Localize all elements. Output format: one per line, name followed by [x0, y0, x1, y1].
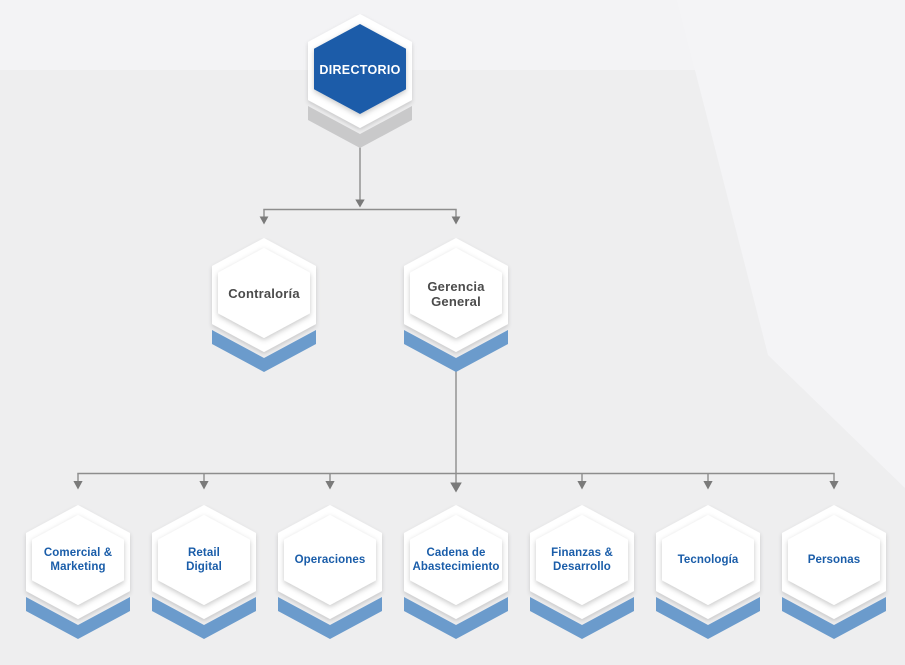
- hexagon-chevron: [530, 597, 634, 639]
- org-node-retail-digital: Retail Digital: [138, 505, 270, 643]
- hexagon-front: [284, 515, 376, 605]
- hexagon-front: [410, 248, 502, 338]
- hexagon-chevron: [278, 597, 382, 639]
- hexagon-graphic: [404, 505, 508, 639]
- hexagon-front: [218, 248, 310, 338]
- hexagon-graphic: [782, 505, 886, 639]
- hexagon-graphic: [278, 505, 382, 639]
- org-node-operaciones: Operaciones: [264, 505, 396, 643]
- hexagon-chevron: [404, 597, 508, 639]
- hexagon-chevron: [152, 597, 256, 639]
- arrow-down-icon: [577, 481, 587, 490]
- arrow-down-icon: [355, 199, 365, 208]
- org-node-comercial-marketing: Comercial & Marketing: [12, 505, 144, 643]
- hexagon-graphic: [404, 238, 508, 372]
- org-node-directorio: DIRECTORIO: [294, 14, 426, 152]
- hexagon-chevron: [782, 597, 886, 639]
- arrow-down-icon: [450, 482, 462, 493]
- hexagon-chevron: [308, 106, 412, 148]
- arrow-down-icon: [73, 481, 83, 490]
- org-node-gerencia-general: Gerencia General: [390, 238, 522, 376]
- org-node-finanzas-desarrollo: Finanzas & Desarrollo: [516, 505, 648, 643]
- arrow-down-icon: [829, 481, 839, 490]
- hexagon-front: [788, 515, 880, 605]
- hexagon-front: [32, 515, 124, 605]
- hexagon-graphic: [308, 14, 412, 148]
- arrow-down-icon: [199, 481, 209, 490]
- org-node-tecnologia: Tecnología: [642, 505, 774, 643]
- hexagon-graphic: [152, 505, 256, 639]
- arrow-down-icon: [325, 481, 335, 490]
- hexagon-chevron: [404, 330, 508, 372]
- hexagon-front: [314, 24, 406, 114]
- hexagon-front: [536, 515, 628, 605]
- org-node-cadena-abastecimiento: Cadena de Abastecimiento: [390, 505, 522, 643]
- hexagon-graphic: [530, 505, 634, 639]
- arrow-down-icon: [259, 216, 269, 225]
- org-node-contraloria: Contraloría: [198, 238, 330, 376]
- hexagon-front: [158, 515, 250, 605]
- org-node-personas: Personas: [768, 505, 900, 643]
- hexagon-chevron: [26, 597, 130, 639]
- arrow-down-icon: [703, 481, 713, 490]
- hexagon-graphic: [656, 505, 760, 639]
- hexagon-chevron: [212, 330, 316, 372]
- hexagon-front: [410, 515, 502, 605]
- hexagon-front: [662, 515, 754, 605]
- arrow-down-icon: [451, 216, 461, 225]
- hexagon-graphic: [26, 505, 130, 639]
- hexagon-chevron: [656, 597, 760, 639]
- hexagon-graphic: [212, 238, 316, 372]
